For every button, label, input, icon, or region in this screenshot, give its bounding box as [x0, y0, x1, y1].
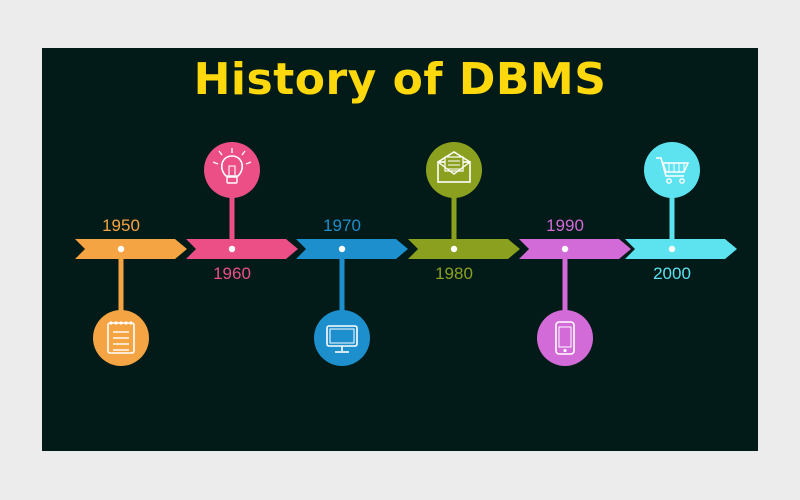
milestone-2000	[625, 142, 737, 259]
milestone-1990	[519, 239, 631, 366]
year-label-1950: 1950	[102, 216, 140, 235]
timeline-dot	[338, 245, 346, 253]
year-label-1990: 1990	[546, 216, 584, 235]
slide: History of DBMS 1950 1960 1970 1980 1990…	[42, 48, 758, 451]
icon-circle	[204, 142, 260, 198]
timeline-arrow	[296, 239, 408, 259]
timeline-arrow	[625, 239, 737, 259]
page-title: History of DBMS	[193, 54, 607, 105]
lightbulb-icon	[212, 148, 252, 184]
milestone-1960	[186, 142, 298, 259]
timeline-dot	[228, 245, 236, 253]
notepad-icon	[107, 321, 135, 354]
icon-circle	[537, 310, 593, 366]
year-label-1960: 1960	[213, 264, 251, 283]
milestone-1950	[75, 239, 187, 366]
icon-circle	[644, 142, 700, 198]
timeline-dot	[668, 245, 676, 253]
year-label-2000: 2000	[653, 264, 691, 283]
monitor-icon	[326, 325, 358, 353]
timeline-arrow	[186, 239, 298, 259]
year-label-1970: 1970	[323, 216, 361, 235]
timeline-dot	[450, 245, 458, 253]
timeline-diagram	[75, 142, 737, 366]
smartphone-icon	[555, 321, 575, 355]
year-label-1980: 1980	[435, 264, 473, 283]
shopping-cart-icon	[656, 157, 690, 184]
timeline-dot	[561, 245, 569, 253]
timeline-arrow	[408, 239, 520, 259]
milestone-1970	[296, 239, 408, 366]
timeline-dot	[117, 245, 125, 253]
envelope-icon	[437, 151, 471, 183]
timeline-arrow	[75, 239, 187, 259]
milestone-1980	[408, 142, 520, 259]
timeline-arrow	[519, 239, 631, 259]
icon-circle	[314, 310, 370, 366]
